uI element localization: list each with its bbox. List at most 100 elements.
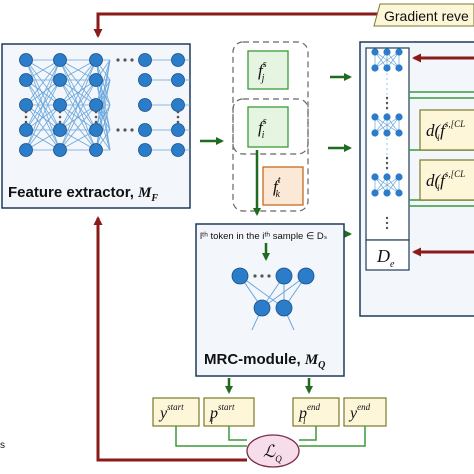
fe-node [53,98,67,112]
svg-text:yend: yend [348,402,371,422]
mrc-edge [261,275,307,309]
disc-node [371,64,379,72]
disc-node [371,48,379,56]
fe-ellipsis [94,115,98,119]
disc-ellipsis [385,106,389,110]
disc-node [395,48,403,56]
svg-text:fsi: fsi [258,116,267,141]
fe-edge [25,59,61,106]
mrc-network [231,267,315,331]
fe-ellipsis [176,115,180,119]
discriminator-output-1 [419,109,474,151]
disc-ellipsis [385,166,389,170]
mrc-module-box: lᵗʰ token in the iᵗʰ sample ∈ Dₛ MRC-mod… [195,223,345,377]
fe-ellipsis [58,115,62,119]
disc-node [383,113,391,121]
loss-node: ℒQ [246,434,300,468]
fe-node [89,98,103,112]
mrc-module-title: MRC-module, MQ [204,351,325,371]
feature-extractor-network [19,53,190,157]
disc-node [383,189,391,197]
output-y-start: ystart [152,397,200,427]
fe-node [89,123,103,137]
fe-ellipsis [24,110,28,114]
loss-gradient-arrow [93,216,247,462]
fe-node [53,123,67,137]
mrc-edge [239,275,285,309]
gradient-reversal-arrow [93,12,474,38]
discriminator-output-2 [419,159,474,201]
fe-edge [95,59,111,106]
feature-extractor-title: Feature extractor, MF [8,184,158,204]
fe-node [138,53,152,67]
feature-group-source [232,41,309,155]
fe-node [138,143,152,157]
disc-ellipsis [385,96,389,100]
disc-node [395,173,403,181]
disc-edge [374,51,400,69]
svg-text:ystart: ystart [158,402,184,422]
fe-ellipsis [58,120,62,124]
fe-edge [59,104,97,131]
disc-node [371,173,379,181]
mrc-node [253,299,271,317]
fe-node [171,53,185,67]
fe-edge [25,79,61,151]
svg-text:ℒQ: ℒQ [263,442,282,464]
mrc-ellipsis [260,274,264,278]
svg-text:d(fs,[CLi: d(fs,[CLi [426,169,465,193]
fe-edge [25,104,61,131]
feature-group-mixed [232,98,309,212]
fe-ellipsis [116,128,120,132]
fe-node [89,143,103,157]
disc-node [383,129,391,137]
fe-ellipsis [94,120,98,124]
fe-node [53,53,67,67]
fe-node [19,98,33,112]
fe-edge [25,79,61,106]
fe-node [53,143,67,157]
fe-node [138,123,152,137]
mrc-ellipsis [253,274,257,278]
discriminator-label: De [376,246,395,270]
loss-connectors [175,426,366,447]
fe-edge [25,104,61,151]
disc-ellipsis [385,216,389,220]
disc-node [371,129,379,137]
disc-ellipsis [385,221,389,225]
fe-node [89,53,103,67]
disc-node [383,64,391,72]
fe-node [19,143,33,157]
fe-edge [25,59,61,131]
svg-text:d(fs,[CLi: d(fs,[CLi [426,119,465,143]
fe-node [171,123,185,137]
mrc-node [275,299,293,317]
disc-ellipsis [385,226,389,230]
disc-node [395,113,403,121]
svg-text:ftk: ftk [273,175,281,200]
mrc-input-label: lᵗʰ token in the iᵗʰ sample ∈ Dₛ [200,231,328,242]
fe-edge [95,104,111,151]
fe-node [171,98,185,112]
discriminator-network [371,48,403,230]
disc-node [371,113,379,121]
fe-edge [59,79,97,106]
mrc-ellipsis [267,274,271,278]
disc-node [395,189,403,197]
fe-edge [59,59,97,131]
fe-edge [59,104,97,151]
gradient-reversal-label-box: Gradient reve [373,3,474,27]
disc-edge [374,176,400,194]
gradient-reversal-label: Gradient reve [384,8,469,24]
fe-ellipsis [176,120,180,124]
fe-edge [59,79,97,151]
disc-node [383,173,391,181]
fe-node [171,143,185,157]
